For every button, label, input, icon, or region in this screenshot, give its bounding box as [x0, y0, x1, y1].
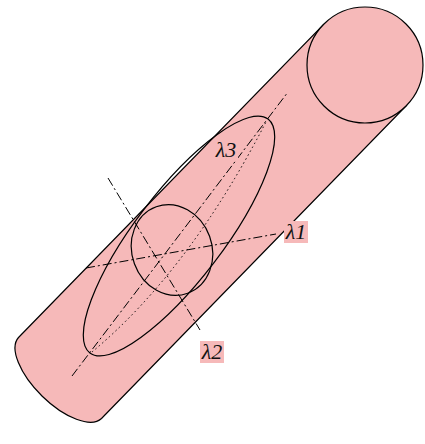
cross-section	[119, 193, 226, 307]
axis-label: λ1	[284, 221, 309, 243]
axis-lambda2	[108, 178, 200, 330]
cylinder-end	[307, 7, 423, 123]
axis-lambda3	[72, 92, 288, 376]
ellipsoid-outline	[55, 92, 303, 379]
axis-label: λ2	[200, 341, 225, 363]
axis-lambda1	[86, 234, 276, 268]
axis-label: λ3	[214, 139, 239, 161]
